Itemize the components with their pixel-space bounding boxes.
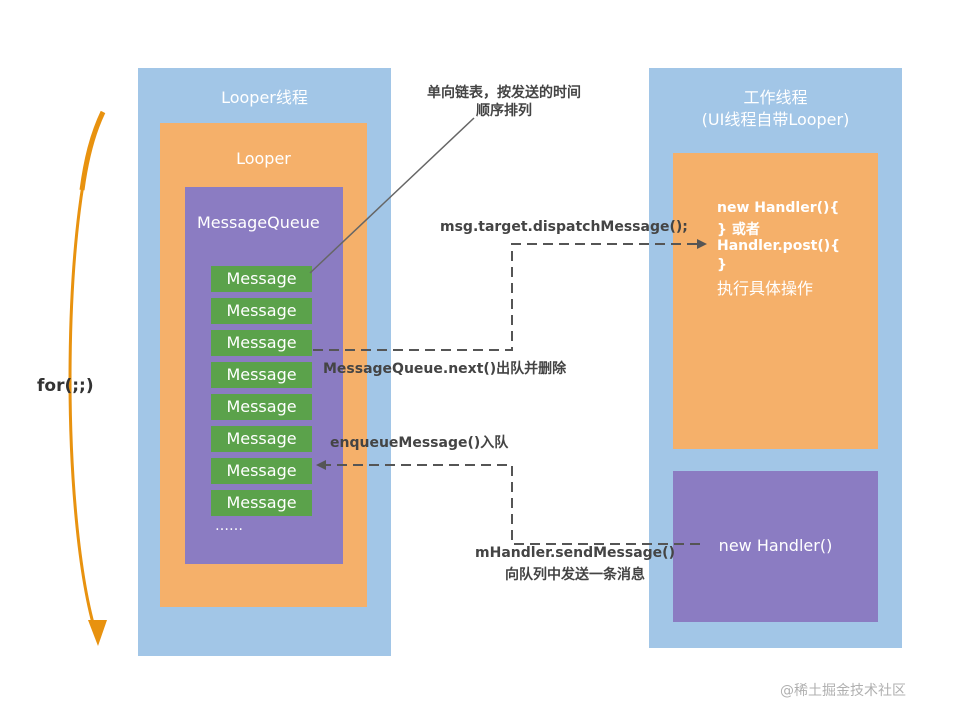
send-message-label: mHandler.sendMessage() <box>475 545 675 561</box>
loop-arrowhead <box>88 620 107 646</box>
handler-action-text: 执行具体操作 <box>717 279 814 298</box>
handler-code-panel: new Handler(){ } 或者 Handler.post(){ } 执行… <box>673 153 878 449</box>
dispatch-arrow <box>313 239 707 351</box>
handler-code-line: } <box>717 257 727 273</box>
handler-code-line: } 或者 <box>717 222 760 238</box>
message-item: Message <box>211 266 312 292</box>
handler-code-line: Handler.post(){ <box>717 238 841 254</box>
looper-title: Looper <box>236 149 291 168</box>
message-item: Message <box>211 298 312 324</box>
dispatch-label: msg.target.dispatchMessage(); <box>440 219 688 235</box>
linked-list-note: 单向链表，按发送的时间 <box>427 85 581 101</box>
linked-list-pointer-line <box>309 117 475 274</box>
send-message-description: 向队列中发送一条消息 <box>505 567 645 583</box>
loop-label: for(;;) <box>37 376 94 396</box>
message-ellipsis: …… <box>215 518 243 534</box>
message-item: Message <box>211 490 312 516</box>
watermark: @稀土掘金技术社区 <box>780 683 906 699</box>
message-item: Message <box>211 394 312 420</box>
new-handler-label: new Handler() <box>718 536 833 555</box>
enqueue-arrow <box>316 460 700 545</box>
linked-list-note: 顺序排列 <box>476 103 532 119</box>
message-item: Message <box>211 458 312 484</box>
worker-thread-subtitle: (UI线程自带Looper) <box>701 110 850 129</box>
message-item: Message <box>211 362 312 388</box>
loop-arc-tail <box>79 110 106 191</box>
message-queue-title: MessageQueue <box>197 213 320 232</box>
worker-thread-title: 工作线程 <box>743 88 808 107</box>
looper-thread-title: Looper线程 <box>221 88 308 107</box>
message-item: Message <box>211 426 312 452</box>
next-label: MessageQueue.next()出队并删除 <box>323 361 567 377</box>
handler-code-line: new Handler(){ <box>717 200 840 216</box>
enqueue-label: enqueueMessage()入队 <box>330 435 509 451</box>
new-handler-panel: new Handler() <box>673 471 878 622</box>
message-item: Message <box>211 330 312 356</box>
